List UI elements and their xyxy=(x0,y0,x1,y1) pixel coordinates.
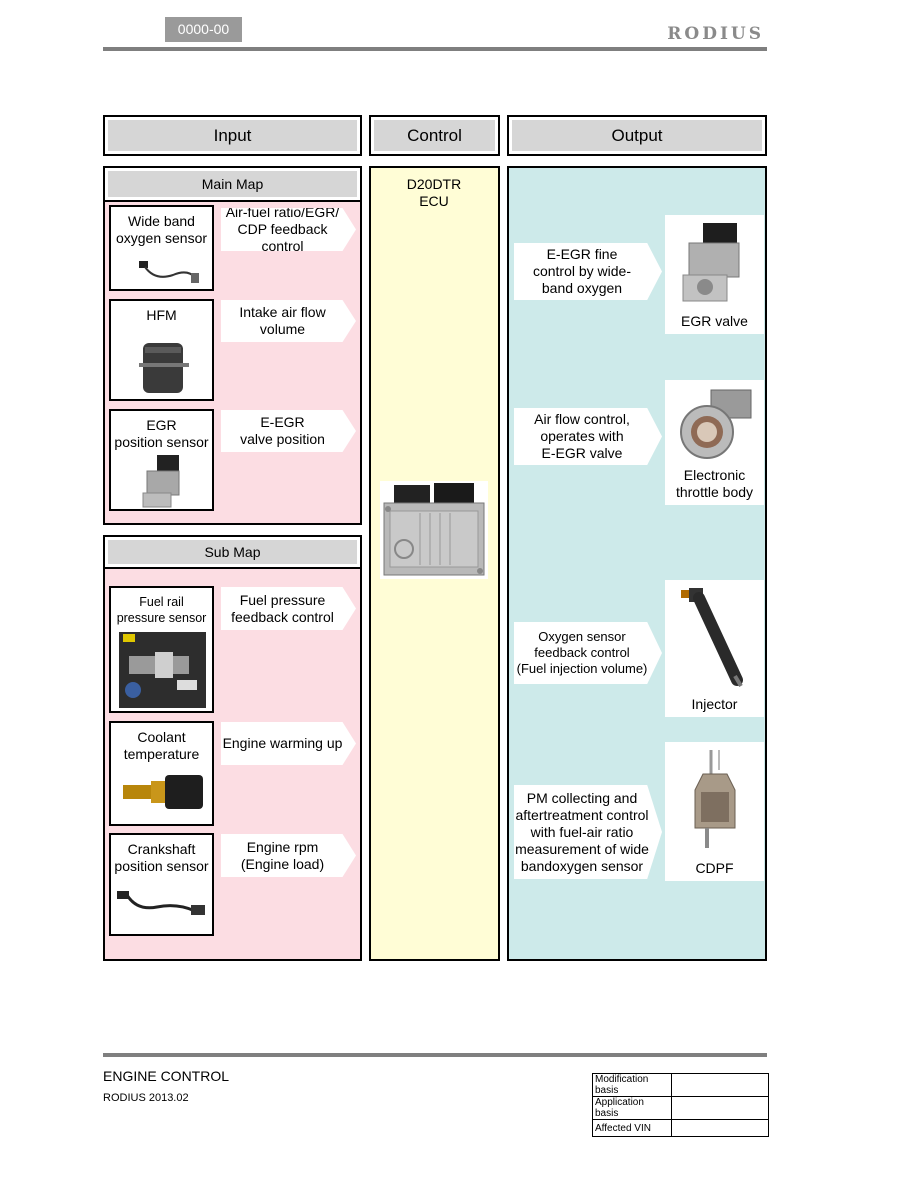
main-map-title: Main Map xyxy=(108,171,357,197)
egr-fine-control-arrow: E-EGR fine control by wide- band oxygen xyxy=(514,243,662,300)
ecu-label: D20DTR ECU xyxy=(370,176,498,210)
throttle-body-card: Electronic throttle body xyxy=(665,380,764,505)
hfm-sensor-card: HFM xyxy=(109,299,214,401)
input-column-header: Input xyxy=(103,115,362,156)
oxygen-sensor-feedback-arrow: Oxygen sensor feedback control (Fuel inj… xyxy=(514,622,662,684)
footer-rule xyxy=(103,1053,767,1057)
application-basis-value xyxy=(671,1096,769,1120)
ecu-image xyxy=(380,481,488,579)
modification-basis-label: Modification basis xyxy=(592,1073,672,1097)
egr-valve-card: EGR valve xyxy=(665,215,764,334)
main-map-header: Main Map xyxy=(105,168,360,202)
egr-position-sensor-card: EGR position sensor xyxy=(109,409,214,511)
engine-warming-arrow: Engine warming up xyxy=(221,722,356,765)
fuel-rail-pressure-sensor-card: Fuel rail pressure sensor xyxy=(109,586,214,713)
fuel-pressure-arrow: Fuel pressure feedback control xyxy=(221,587,356,630)
footer-title: ENGINE CONTROL xyxy=(103,1068,230,1084)
sensor-title: Fuel rail pressure sensor xyxy=(116,595,207,625)
application-basis-label: Application basis xyxy=(592,1096,672,1120)
pm-collecting-arrow: PM collecting and aftertreatment control… xyxy=(514,785,662,879)
injector-icon xyxy=(681,588,743,688)
ecu-model: D20DTR xyxy=(406,176,462,192)
output-header-label: Output xyxy=(512,120,762,151)
affected-vin-label: Affected VIN xyxy=(592,1119,672,1137)
crankshaft-sensor-icon xyxy=(117,891,205,915)
hfm-icon xyxy=(139,343,189,393)
sub-map-title: Sub Map xyxy=(108,540,357,564)
affected-vin-value xyxy=(671,1119,769,1137)
sensor-title: Crankshaft position sensor xyxy=(114,841,209,874)
cdpf-icon xyxy=(694,750,736,848)
injector-card: Injector xyxy=(665,580,764,717)
input-header-label: Input xyxy=(108,120,357,151)
fuel-rail-sensor-icon xyxy=(119,632,206,708)
output-column-header: Output xyxy=(507,115,767,156)
egr-valve-label: EGR valve xyxy=(681,313,748,329)
injector-label: Injector xyxy=(691,696,738,712)
ecu-icon xyxy=(383,483,485,576)
wide-band-oxygen-sensor-card: Wide band oxygen sensor xyxy=(109,205,214,291)
table-row: Application basis xyxy=(592,1096,769,1120)
coolant-temperature-sensor-card: Coolant temperature xyxy=(109,721,214,826)
ecu-name: ECU xyxy=(419,193,449,209)
throttle-body-label: Electronic throttle body xyxy=(675,467,754,500)
intake-air-flow-arrow: Intake air flow volume xyxy=(221,300,356,342)
modification-basis-value xyxy=(671,1073,769,1097)
cdpf-label: CDPF xyxy=(695,860,734,876)
sub-map-header: Sub Map xyxy=(105,537,360,569)
section-code: 0000-00 xyxy=(165,17,242,42)
cdpf-card: CDPF xyxy=(665,742,764,881)
coolant-sensor-icon xyxy=(123,775,203,809)
control-column-header: Control xyxy=(369,115,500,156)
sensor-title: Wide band oxygen sensor xyxy=(115,213,208,246)
table-row: Modification basis xyxy=(592,1073,769,1097)
control-header-label: Control xyxy=(374,120,495,151)
air-flow-control-arrow: Air flow control, operates with E-EGR va… xyxy=(514,408,662,465)
egr-valve-icon xyxy=(682,223,740,302)
brand-logo: RODIUS xyxy=(667,24,764,44)
sensor-title: Coolant temperature xyxy=(123,729,200,762)
egr-sensor-icon xyxy=(142,455,180,508)
revision-table: Modification basis Application basis Aff… xyxy=(592,1073,769,1137)
header-rule xyxy=(103,47,767,51)
oxygen-sensor-icon xyxy=(139,261,199,283)
sensor-title: HFM xyxy=(146,307,177,323)
table-row: Affected VIN xyxy=(592,1119,769,1137)
footer-subtitle: RODIUS 2013.02 xyxy=(103,1092,189,1104)
engine-rpm-arrow: Engine rpm (Engine load) xyxy=(221,834,356,877)
sensor-title: EGR position sensor xyxy=(114,417,209,450)
crankshaft-position-sensor-card: Crankshaft position sensor xyxy=(109,833,214,936)
air-fuel-ratio-arrow: Air-fuel ratio/EGR/ CDP feedback control xyxy=(221,208,356,251)
egr-valve-position-arrow: E-EGR valve position xyxy=(221,410,356,452)
throttle-body-icon xyxy=(680,389,752,459)
